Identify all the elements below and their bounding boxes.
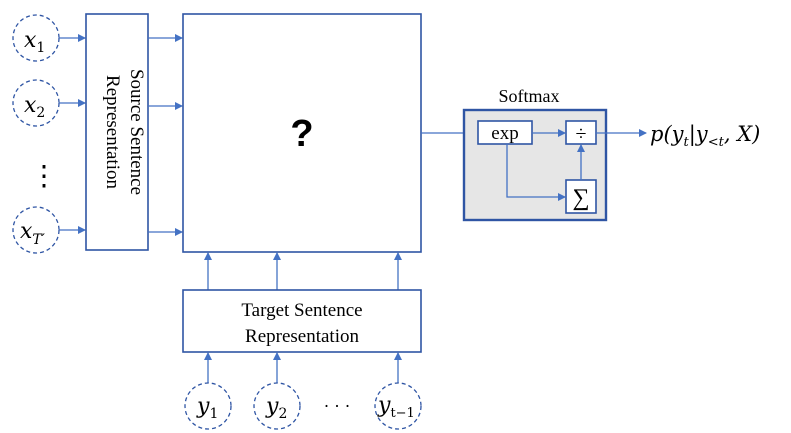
softmax-sum-box [565, 179, 597, 214]
token-node-yt1 [374, 382, 422, 430]
token-node-y2 [253, 382, 301, 430]
token-hdots: · · · [324, 396, 351, 416]
target-box-label-line2: Representation [245, 326, 359, 347]
input-node-x1-label: x1 [24, 28, 45, 56]
target-box-label-line1: Target Sentence [241, 300, 362, 321]
target-sentence-box [182, 289, 422, 353]
input-vdots: ⋮ [30, 161, 58, 192]
softmax-title: Softmax [499, 86, 560, 106]
output-probability-label: p(yt|y<t, X) [650, 122, 760, 150]
arrow-exp-to-sum [506, 144, 566, 201]
unknown-model-label: ? [290, 113, 313, 155]
token-node-y2-label: y2 [265, 394, 287, 422]
softmax-sum-label: ∑ [572, 185, 589, 211]
token-node-y1 [184, 382, 232, 430]
input-node-xT-label: xT′ [20, 219, 46, 248]
token-node-y1-label: y1 [196, 394, 218, 422]
source-sentence-box [85, 13, 149, 251]
input-node-x2-label: x2 [24, 93, 45, 121]
softmax-divide-label: ÷ [576, 123, 587, 145]
token-node-yt1-label: yt−1 [377, 393, 415, 421]
softmax-exp-label: exp [491, 123, 518, 144]
unknown-model-box [182, 13, 422, 253]
source-box-label-line2: Representation [102, 75, 123, 189]
source-box-label-line1: Source Sentence [126, 69, 147, 195]
